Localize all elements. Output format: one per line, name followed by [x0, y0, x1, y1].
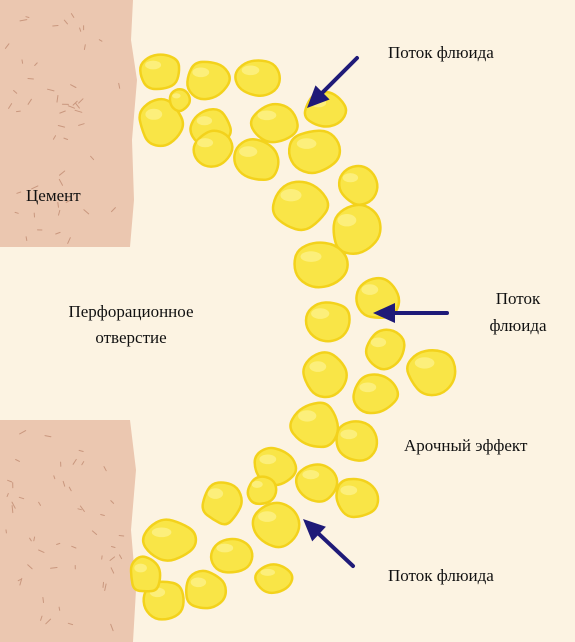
sand-grain-highlight — [145, 109, 162, 120]
sand-grain — [235, 61, 279, 96]
sand-grain-highlight — [216, 544, 233, 553]
perforation-label-line1: Перфорационное — [32, 301, 230, 323]
sand-grain — [248, 477, 276, 504]
sand-grain-highlight — [259, 455, 276, 465]
sand-grain-highlight — [298, 410, 316, 421]
perforation-label-line2: отверстие — [32, 327, 230, 349]
arch-effect-label: Арочный эффект — [404, 435, 527, 457]
sand-grain-highlight — [359, 383, 376, 393]
cement-speck — [22, 60, 23, 63]
sand-grain-highlight — [208, 488, 223, 499]
cement-speck — [53, 26, 58, 27]
sand-grain — [211, 539, 252, 572]
sand-grain-highlight — [343, 173, 358, 182]
sand-grain — [336, 479, 378, 517]
sand-grain-highlight — [258, 111, 277, 121]
cement-speck — [17, 111, 21, 112]
cement-speck — [12, 506, 13, 513]
sand-grain-highlight — [239, 146, 257, 157]
cement-upper — [0, 0, 137, 247]
sand-grain-highlight — [152, 528, 172, 538]
sand-grain — [170, 89, 190, 111]
sand-grain-highlight — [252, 481, 263, 488]
cement-label: Цемент — [26, 185, 81, 207]
flow-label-top: Поток флюида — [388, 42, 494, 64]
sand-grain-highlight — [258, 511, 276, 522]
sand-grain-highlight — [145, 61, 161, 70]
cement-speck — [26, 237, 27, 241]
sand-grain-highlight — [371, 338, 386, 348]
sand-grain-highlight — [197, 138, 213, 147]
sand-grain-highlight — [361, 284, 378, 295]
sand-grain-highlight — [338, 214, 357, 226]
sand-grain-highlight — [415, 357, 435, 368]
sand-grain-highlight — [242, 66, 260, 76]
sand-grain-highlight — [260, 569, 275, 576]
cement-speck — [119, 536, 124, 537]
flow-label-bottom: Поток флюида — [388, 565, 494, 587]
sand-grain — [234, 139, 278, 180]
sand-grain-highlight — [340, 486, 357, 496]
sand-grain-highlight — [134, 564, 147, 573]
sand-grain — [295, 243, 348, 288]
cement-lower — [0, 420, 136, 642]
sand-grain-highlight — [297, 138, 317, 149]
sand-grain-highlight — [197, 116, 212, 125]
cement-speck — [103, 582, 104, 587]
sand-grain — [337, 421, 377, 460]
cement-speck — [43, 598, 44, 603]
sand-grain-highlight — [192, 68, 209, 78]
sand-grain — [140, 55, 179, 89]
cement-speck — [28, 79, 33, 80]
sand-grain-highlight — [309, 361, 326, 372]
sand-grain-highlight — [281, 189, 302, 201]
sand-grain — [131, 557, 160, 592]
sand-grain — [255, 564, 292, 593]
sand-grain-highlight — [191, 578, 206, 588]
sand-grain-highlight — [302, 470, 319, 479]
sand-grain-highlight — [172, 93, 180, 98]
sand-grain-highlight — [311, 308, 329, 319]
sand-grain-highlight — [301, 251, 322, 262]
sand-grain-highlight — [340, 430, 357, 440]
flow-label-middle-line1: Поток — [468, 288, 568, 310]
cement-speck — [59, 607, 60, 610]
sand-grain — [306, 302, 350, 341]
flow-label-middle-line2: флюида — [468, 315, 568, 337]
